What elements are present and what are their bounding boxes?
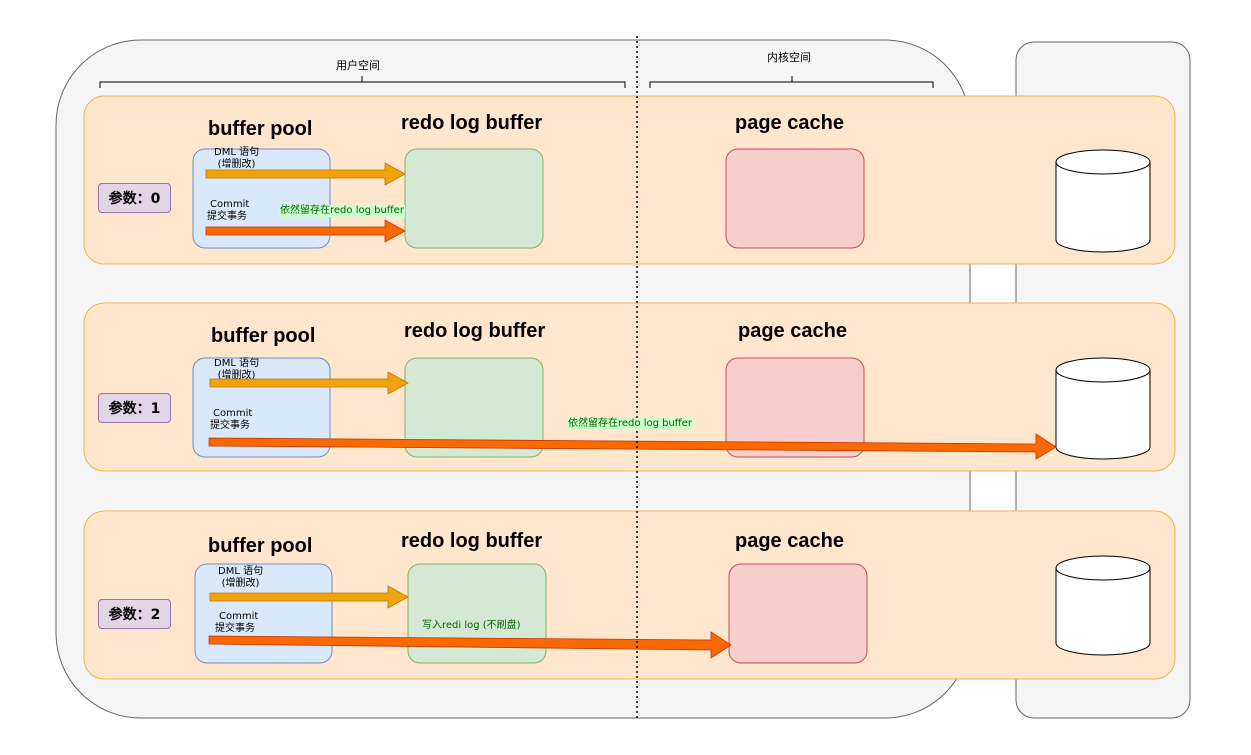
commit-label-line2: 提交事务 bbox=[210, 420, 250, 431]
dml-label-line1: DML 语句 bbox=[218, 566, 264, 577]
page-cache-box-1 bbox=[725, 357, 865, 458]
param-badge-1: 参数：1 bbox=[98, 393, 171, 423]
page-cache-title-1: page cache bbox=[738, 320, 847, 342]
dml-label-line2: (增删改) bbox=[217, 159, 256, 170]
commit-label-1: Commit 提交事务 bbox=[210, 408, 252, 432]
redo-log-buffer-title-0: redo log buffer bbox=[401, 112, 543, 134]
page-cache-box-2 bbox=[728, 563, 868, 664]
disk-cylinder-icon-1 bbox=[1055, 357, 1151, 460]
redo-note-0: 依然留存在redo log buffer bbox=[279, 205, 405, 217]
kernel-space-label: 内核空间 bbox=[767, 51, 811, 64]
dml-label-line2: (增删改) bbox=[221, 578, 260, 589]
redo-note-2: 写入redi log (不刷盘) bbox=[422, 620, 521, 631]
commit-label-line2: 提交事务 bbox=[207, 211, 247, 222]
kernel-space-brace bbox=[649, 76, 934, 88]
user-space-brace bbox=[99, 76, 626, 88]
buffer-pool-title-2: buffer pool bbox=[208, 535, 313, 557]
commit-arrow-2 bbox=[208, 631, 732, 659]
disk-cylinder-icon-0 bbox=[1055, 149, 1151, 253]
dml-label-line1: DML 语句 bbox=[214, 358, 260, 369]
commit-label-line1: Commit bbox=[213, 408, 253, 419]
commit-arrow-0 bbox=[205, 219, 406, 243]
param-badge-2: 参数：2 bbox=[98, 599, 171, 629]
dml-label-1: DML 语句 (增删改) bbox=[214, 358, 259, 382]
dml-arrow-2 bbox=[209, 585, 409, 609]
page-cache-box-0 bbox=[725, 148, 865, 249]
redo-log-buffer-title-1: redo log buffer bbox=[404, 320, 546, 342]
param-badge-0: 参数：0 bbox=[98, 183, 171, 213]
redo-log-buffer-title-2: redo log buffer bbox=[401, 530, 543, 552]
row-background-1 bbox=[83, 302, 1176, 472]
dml-arrow-0 bbox=[205, 162, 406, 186]
commit-arrow-1 bbox=[208, 433, 1057, 460]
redo-log-buffer-box-1 bbox=[404, 357, 544, 458]
dml-label-line2: (增删改) bbox=[217, 370, 256, 381]
dml-label-0: DML 语句 (增删改) bbox=[214, 147, 259, 171]
page-cache-title-2: page cache bbox=[735, 530, 844, 552]
redo-note-1: 依然留存在redo log buffer bbox=[567, 418, 693, 430]
disk-cylinder-icon-2 bbox=[1055, 555, 1151, 656]
row-background-0 bbox=[83, 95, 1176, 265]
dml-label-2: DML 语句 (增删改) bbox=[218, 566, 263, 590]
dml-label-line1: DML 语句 bbox=[214, 147, 260, 158]
commit-label-line1: Commit bbox=[210, 199, 250, 210]
page-cache-title-0: page cache bbox=[735, 112, 844, 134]
commit-label-0: Commit 提交事务 bbox=[207, 199, 249, 223]
redo-log-buffer-box-0 bbox=[404, 148, 544, 249]
commit-label-line2: 提交事务 bbox=[215, 623, 255, 634]
commit-label-line1: Commit bbox=[219, 611, 259, 622]
user-space-label: 用户空间 bbox=[336, 59, 380, 72]
commit-label-2: Commit 提交事务 bbox=[215, 611, 258, 635]
dml-arrow-1 bbox=[209, 371, 409, 395]
buffer-pool-title-1: buffer pool bbox=[211, 325, 316, 347]
buffer-pool-title-0: buffer pool bbox=[208, 118, 313, 140]
